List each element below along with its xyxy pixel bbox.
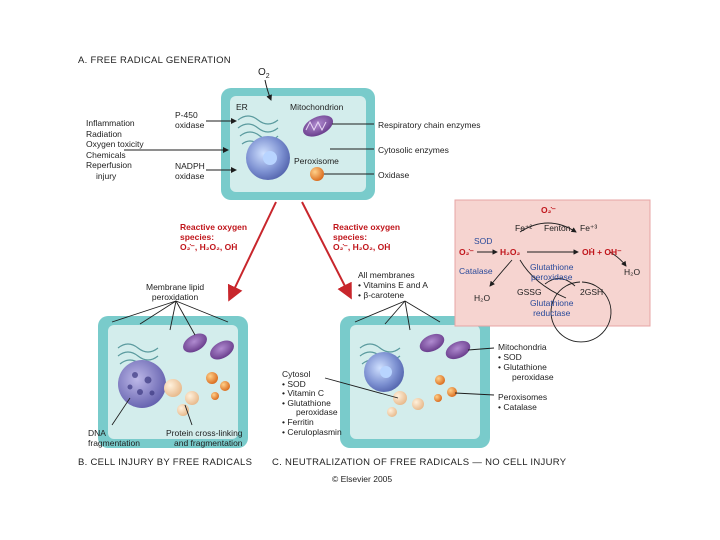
mitochondria-label: Mitochondria • SOD • Glutathione peroxid… [498,342,554,382]
cell-c-leaders [324,300,495,399]
oxidase-label: Oxidase [378,170,410,180]
cell-a [221,88,375,200]
section-a-title: A. FREE RADICAL GENERATION [78,55,231,66]
inset-superoxide-top: O₂̇⁻ [541,205,556,215]
ros-right-label: Reactive oxygen species: O₂̇⁻, H₂O₂, OḢ [333,222,401,252]
inset-fe2: Fe⁺² [515,223,533,233]
cytosol-label: Cytosol • SOD • Vitamin C • Glutathione … [282,369,342,437]
causes-list: Inflammation Radiation Oxygen toxicity C… [86,118,144,181]
section-c-title: C. NEUTRALIZATION OF FREE RADICALS — NO … [272,457,567,468]
mitochondrion-label: Mitochondrion [290,102,344,112]
red-arrows [227,201,352,302]
inset-fenton: Fenton [544,223,571,233]
peroxisomes-label: Peroxisomes • Catalase [498,392,548,412]
fragmented-nucleus-icon [118,360,166,408]
er-label: ER [236,102,248,112]
inset-2gsh: 2GSH [580,287,604,297]
ros-left-label: Reactive oxygen species: O₂̇⁻, H₂O₂, OḢ [180,222,248,252]
copyright-label: © Elsevier 2005 [332,474,393,484]
damaged-mitochondria-icon [183,333,234,360]
inset-sod: SOD [474,236,493,246]
cell-b-leaders [111,300,229,426]
mitochondria-icon [419,333,471,360]
peroxisome-label: Peroxisome [294,156,339,166]
fenton-inset [454,199,651,343]
mitochondrion-icon [303,115,333,137]
cytosolic-enzymes-label: Cytosolic enzymes [378,145,449,155]
vesicle-icon [387,375,457,417]
inset-h2o2: H₂O₂ [500,247,521,257]
vesicle-icon [164,372,230,416]
section-b-title: B. CELL INJURY BY FREE RADICALS [78,457,253,468]
inset-fe3: Fe⁺³ [580,223,598,233]
cell-c [340,316,490,448]
all-membranes-label: All membranes • Vitamins E and A • β-car… [358,270,428,300]
inset-gssg: GSSG [517,287,542,297]
cell-b [98,316,248,448]
inset-h2o-left: H₂O [474,293,491,303]
inset-superoxide-left: O₂̇⁻ [459,247,474,257]
respiratory-chain-label: Respiratory chain enzymes [378,120,481,130]
peroxisome-icon [310,167,324,181]
cause-arrows [124,79,374,175]
inset-h2o-right: H₂O [624,267,641,277]
inset-catalase: Catalase [459,266,493,276]
o2-label: O2 [258,67,270,81]
inset-hydroxyl: OḢ + OH⁻ [582,247,622,257]
